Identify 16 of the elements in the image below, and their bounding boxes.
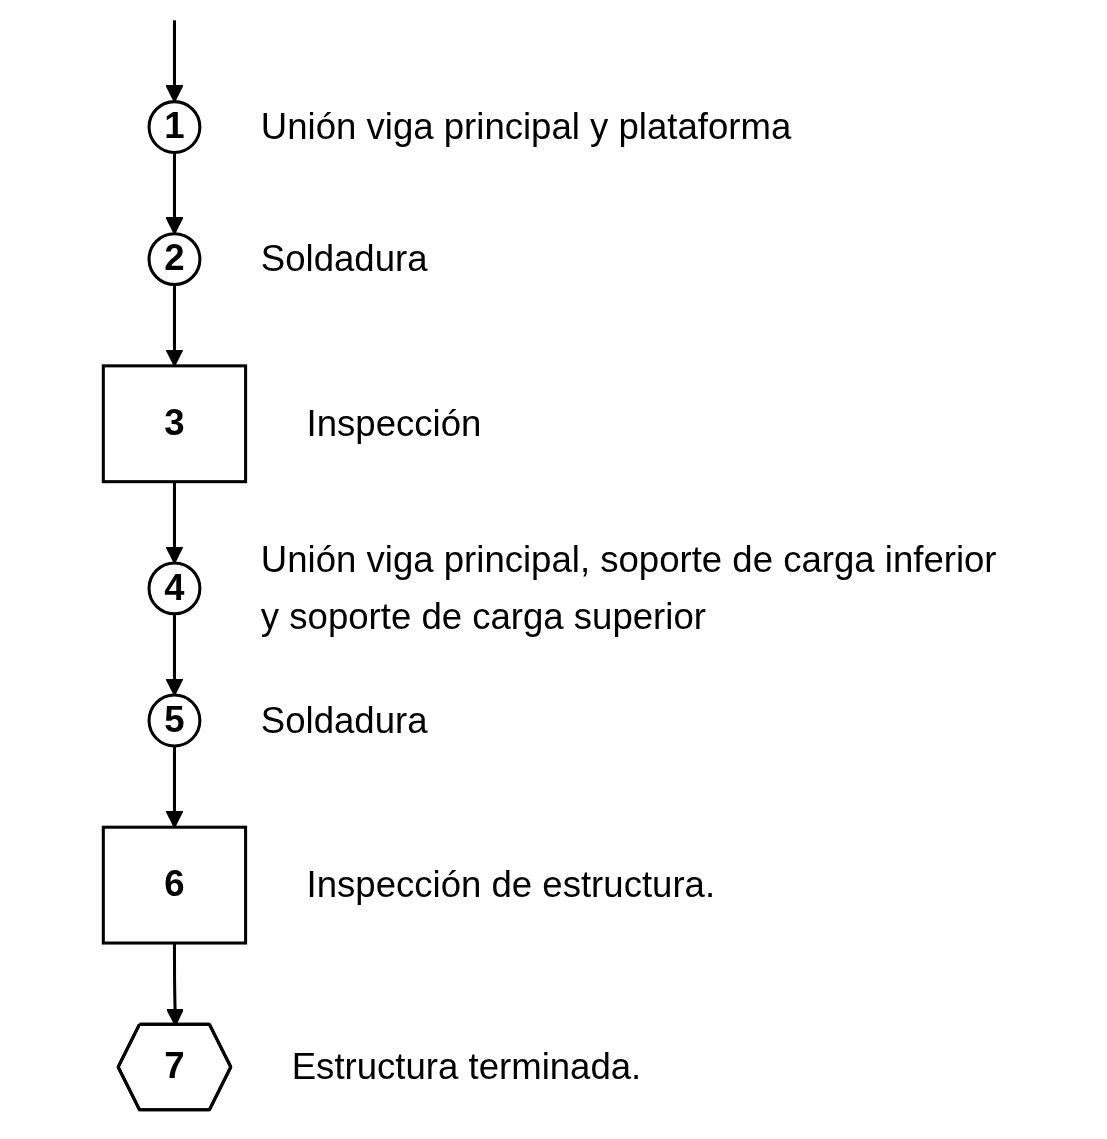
node-box: 3 xyxy=(101,364,247,484)
arrow xyxy=(165,481,184,564)
node-circle: 1 xyxy=(147,100,202,154)
node-box: 6 xyxy=(101,825,247,945)
step-caption: Unión viga principal, soporte de carga inferior y soporte de carga superior xyxy=(260,539,997,638)
arrow xyxy=(165,613,184,696)
step-caption: Estructura terminada. xyxy=(291,1046,642,1088)
node-circle: 4 xyxy=(147,561,202,616)
node-circle: 2 xyxy=(147,232,202,287)
step-caption: Soldadura xyxy=(260,238,428,280)
node-circle: 5 xyxy=(147,693,202,748)
step-caption: Unión viga principal y plataforma xyxy=(260,106,792,148)
arrow xyxy=(165,745,184,828)
step-caption: Inspección de estructura. xyxy=(306,864,715,906)
step-caption: Inspección xyxy=(306,402,482,444)
step-caption: Soldadura xyxy=(260,699,428,741)
